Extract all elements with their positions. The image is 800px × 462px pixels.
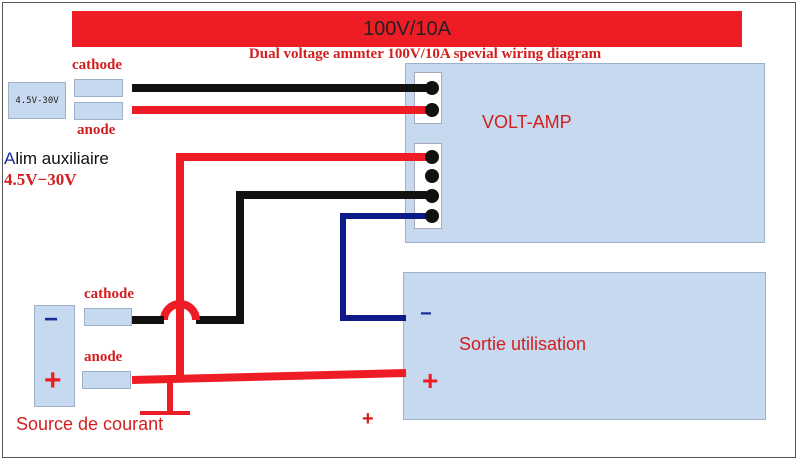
measure-terminal-1 [425, 150, 439, 164]
source-anode-plug [82, 371, 131, 389]
source-cathode-plug [84, 308, 132, 326]
output-panel [403, 272, 766, 420]
aux-cathode-plug [74, 79, 123, 97]
anode-red-wire [131, 369, 407, 384]
voltage-black-wire [196, 191, 430, 324]
aux-cathode-label: cathode [72, 57, 122, 73]
aux-terminal-2 [425, 103, 439, 117]
current-source-title: Source de courant [16, 414, 164, 434]
measure-terminal-2 [425, 169, 439, 183]
aux-voltage-range: 4.5V−30V [4, 170, 77, 189]
source-anode-label: anode [84, 349, 123, 365]
aux-terminal-1 [425, 81, 439, 95]
black-wire-hop [160, 300, 200, 321]
aux-supply-box: 4.5V-30V [8, 82, 66, 119]
aux-title-rest: lim auxiliaire [15, 149, 109, 168]
diagram-subtitle: Dual voltage ammter 100V/10A spevial wir… [248, 46, 602, 62]
aux-supply-title: Alim auxiliaire [4, 149, 109, 169]
output-minus-sign: − [420, 303, 432, 325]
source-cathode-label: cathode [84, 286, 134, 302]
volt-amp-meter-panel [405, 63, 765, 243]
title-banner: 100V/10A [72, 11, 742, 47]
source-plus-sign: + [44, 364, 62, 397]
aux-title-initial: A [4, 149, 16, 168]
current-source-box [34, 305, 75, 407]
measure-terminal-4 [425, 209, 439, 223]
output-plus-sign: + [422, 365, 439, 396]
output-label: Sortie utilisation [459, 334, 587, 354]
diagram-frame [2, 2, 796, 458]
aux-anode-plug [74, 102, 123, 120]
source-minus-sign: − [44, 306, 59, 333]
current-red-wire [176, 153, 430, 380]
output-blue-wire [340, 213, 430, 321]
aux-anode-label: anode [77, 122, 116, 138]
measure-terminal-3 [425, 189, 439, 203]
volt-amp-label: VOLT-AMP [482, 112, 572, 132]
loose-plus-sign: + [362, 408, 374, 430]
